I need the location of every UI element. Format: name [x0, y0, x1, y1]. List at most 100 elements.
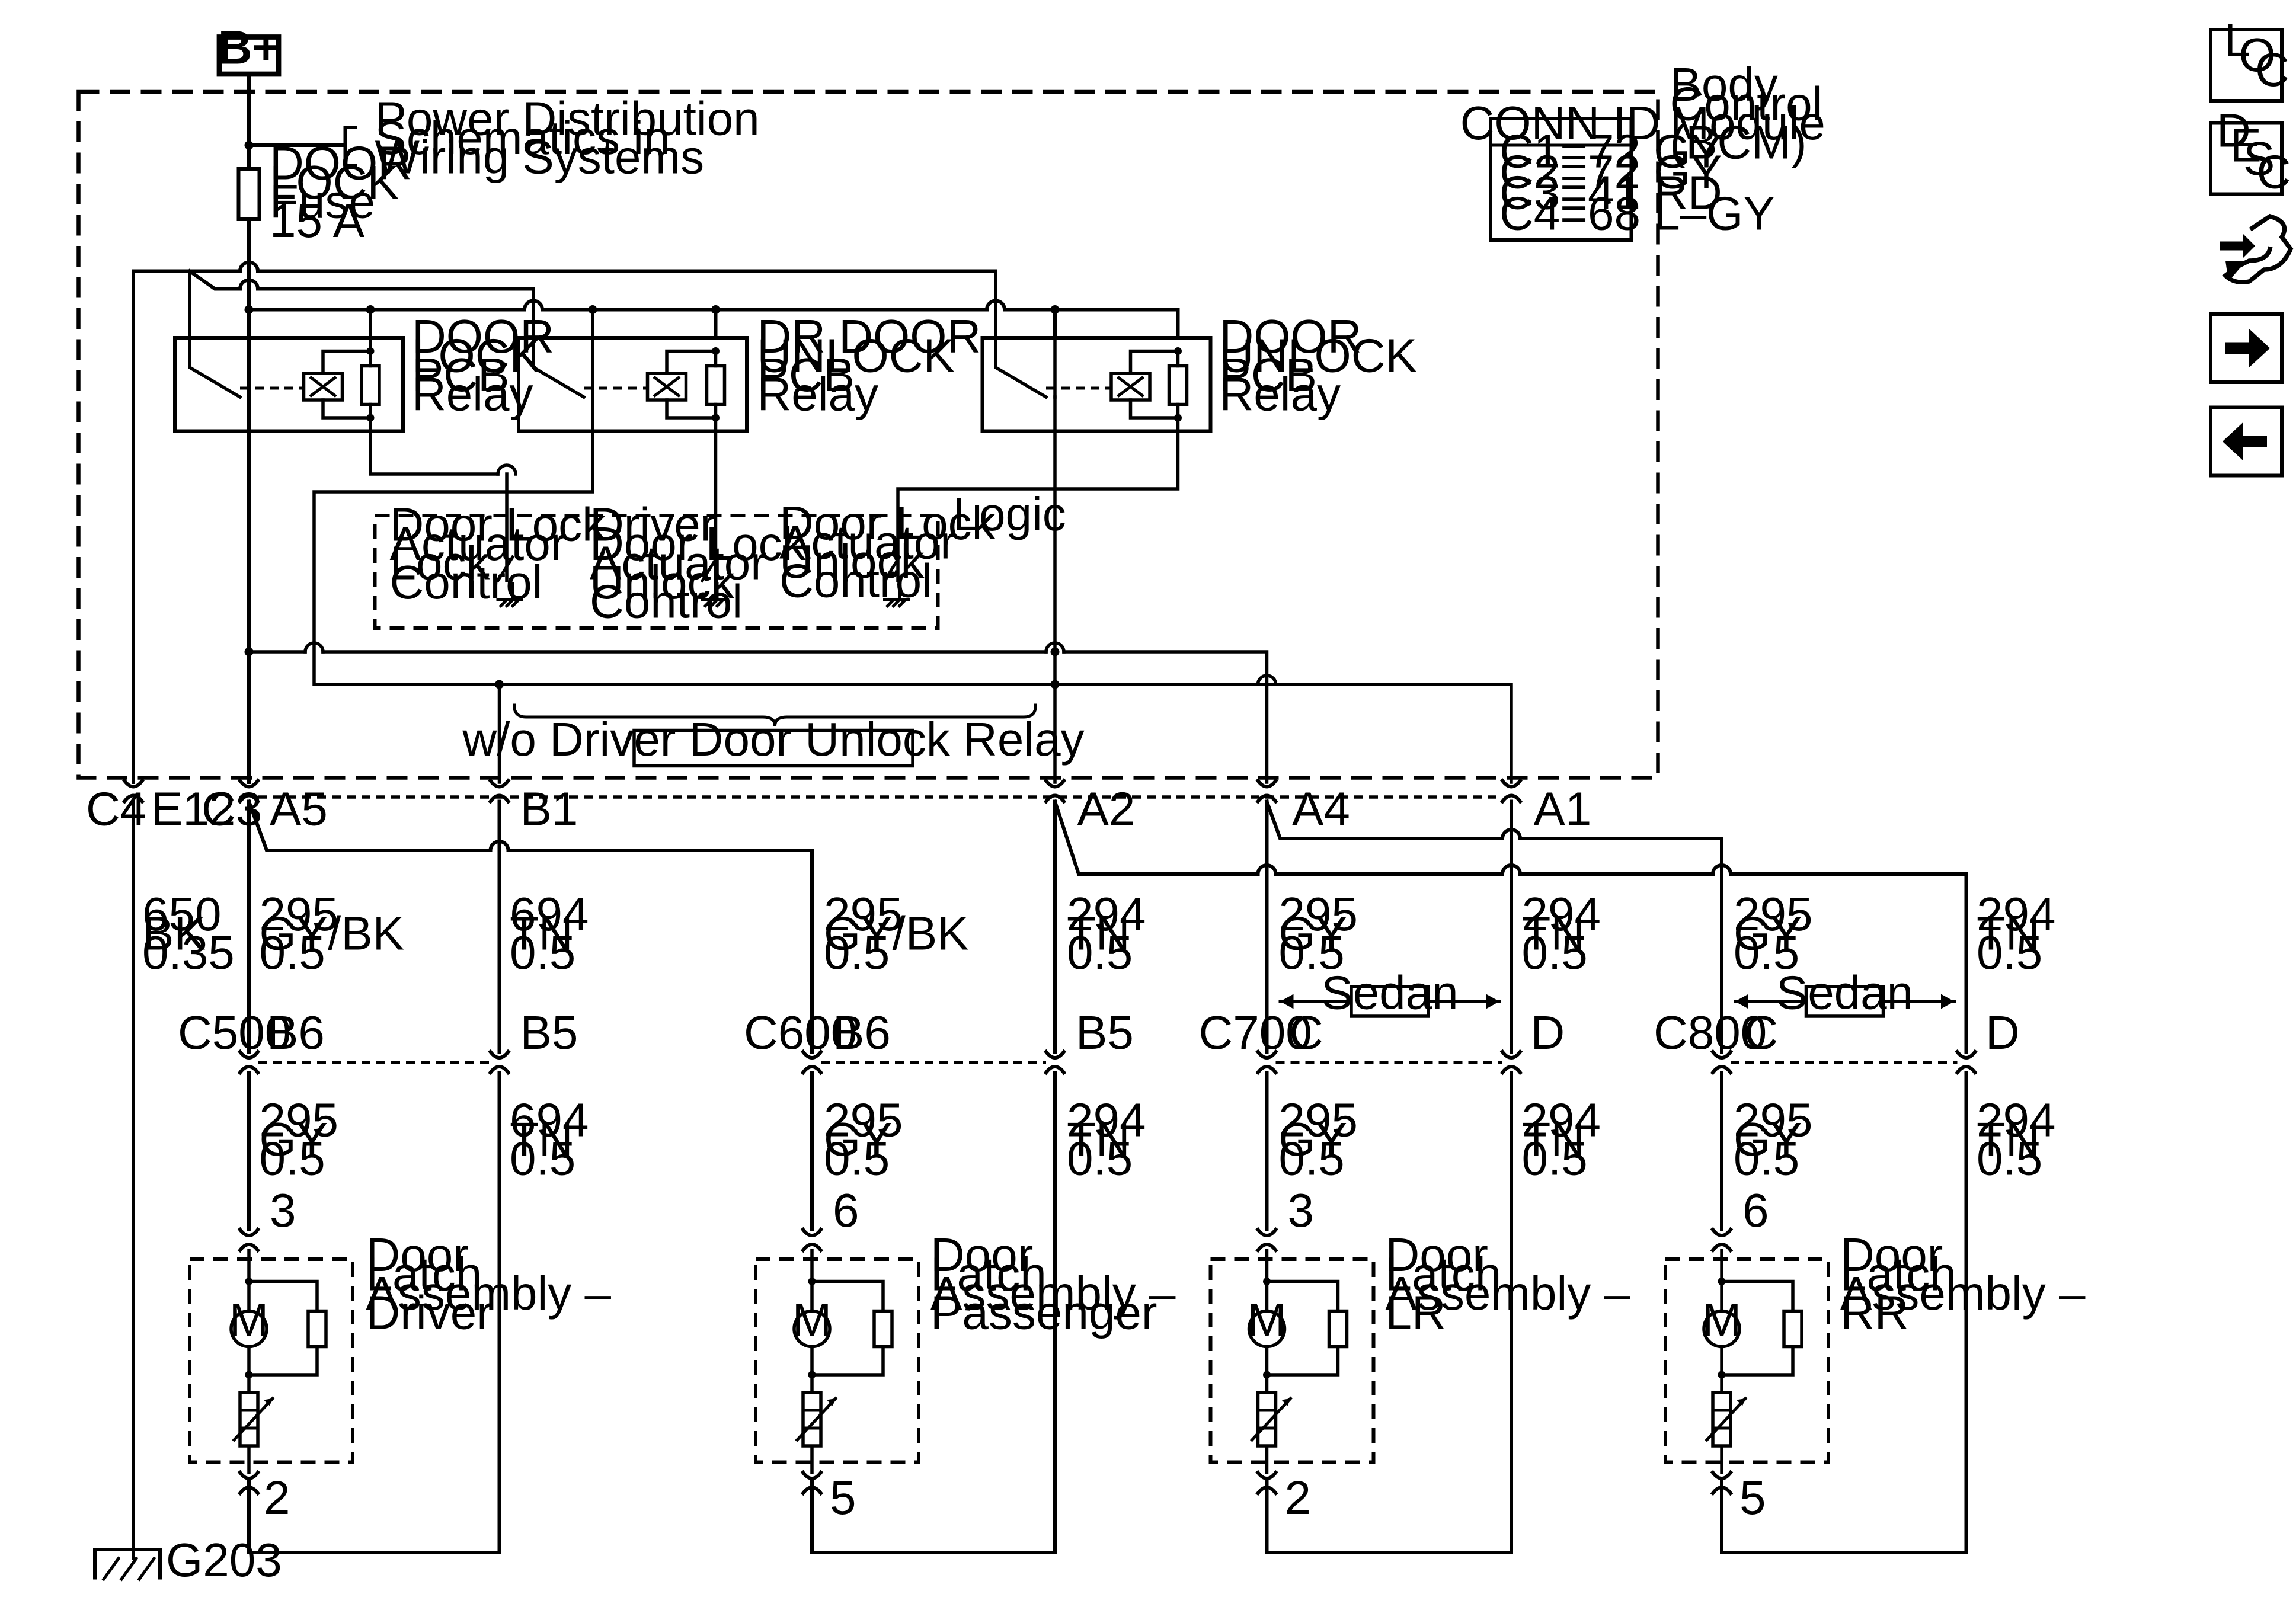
logic3-line3: Unlock — [779, 535, 925, 588]
conn-c700-left: C — [1289, 1006, 1323, 1059]
wire-u4-size: 0.5 — [824, 926, 890, 979]
pin-a5: A5 — [270, 783, 328, 836]
bcm-label-1: Body — [1670, 58, 1778, 111]
loc-button[interactable]: L O C — [2209, 14, 2289, 103]
latch4-name-2: Latch — [1840, 1248, 1956, 1301]
wire-l8-size: 0.5 — [1977, 1132, 2042, 1185]
latch2-name-2: Latch — [930, 1248, 1047, 1301]
relay2-line2: UNLOCK — [757, 329, 955, 382]
desc-button[interactable]: D E S C — [2209, 104, 2291, 199]
latch3-pin-top: 3 — [1288, 1184, 1315, 1237]
wire-u5-circuit: 294 — [1067, 888, 1146, 940]
wire-u7-circuit: 294 — [1522, 888, 1601, 940]
logic2-line3: Actuator — [590, 537, 766, 590]
left-arrow-icon — [2223, 422, 2267, 461]
wire-u8-size: 0.5 — [1734, 926, 1799, 979]
latch4-name-3: Assembly – — [1840, 1267, 2086, 1320]
next-arrow-button[interactable] — [2209, 312, 2284, 384]
wire-l2-circuit: 694 — [510, 1094, 589, 1147]
pin-a2: A2 — [1077, 783, 1136, 836]
wire-u4-color: GY/BK — [824, 907, 969, 960]
previous-arrow-button[interactable] — [2209, 405, 2284, 478]
wire-l8-color: TN — [1977, 1113, 2040, 1166]
loc-l: L — [2224, 14, 2251, 66]
pin-e12: E12 — [151, 783, 235, 836]
latch2-pin-top: 6 — [833, 1184, 859, 1237]
sedan-markers: Sedan Sedan — [1278, 966, 1956, 1019]
pds-ref-line2: Schematics in — [375, 111, 670, 164]
wire-l4-size: 0.5 — [1067, 1132, 1133, 1185]
wire-u3-color: TN — [510, 907, 573, 960]
wire-l5-size: 0.5 — [1279, 1132, 1345, 1185]
latch3-name-4: LR — [1386, 1286, 1446, 1339]
wire-u8-color: GY — [1734, 907, 1802, 960]
latch2-name-1: Door — [930, 1228, 1033, 1281]
latch3-name-3: Assembly – — [1386, 1267, 1631, 1320]
upper-wire-labels: 650 BK 0.35 295 GY/BK 0.5 694 TN 0.5 295… — [142, 888, 2055, 979]
logic-block: Logic Door Lock Actuator Lock Control Dr… — [373, 488, 1066, 630]
logic3-line1: Door Lock — [779, 497, 996, 549]
latch2-pin-bottom: 5 — [830, 1471, 856, 1524]
wire-u9-circuit: 294 — [1977, 888, 2055, 940]
wire-l6-color: TN — [1522, 1113, 1585, 1166]
motor-symbol: M — [1702, 1294, 1742, 1346]
conn-c600-left: B6 — [833, 1006, 891, 1059]
logic2-line2: Door Lock — [590, 517, 807, 570]
conn-c500-left: B6 — [267, 1006, 325, 1059]
right-arrow-icon — [2225, 329, 2270, 367]
bcm-label-3: Module — [1670, 97, 1825, 149]
relay3-line3: PCB — [1220, 348, 1318, 401]
conn-c500-right: B5 — [520, 1006, 578, 1059]
latch2-name-3: Assembly – — [930, 1267, 1176, 1320]
desc-c: C — [2257, 146, 2291, 199]
latch1-name-3: Assembly – — [366, 1267, 612, 1320]
latch1-name-2: Latch — [366, 1248, 482, 1301]
wire-u5-color: TN — [1067, 907, 1130, 960]
conn-c800-left: C — [1744, 1006, 1779, 1059]
latch2-name-4: Passenger — [930, 1286, 1157, 1339]
harness-wiring — [132, 799, 1968, 1560]
wire-u1-size: 0.35 — [142, 926, 235, 979]
logic-label: Logic — [953, 488, 1066, 540]
diagnostic-tool-icon[interactable] — [2220, 213, 2294, 284]
wire-l5-color: GY — [1279, 1113, 1348, 1166]
wire-u8-circuit: 295 — [1734, 888, 1812, 940]
motor-symbol: M — [1247, 1294, 1287, 1346]
desc-e: E — [2230, 119, 2262, 172]
bcm-label-4: (BCM) — [1670, 116, 1807, 169]
desc-d: D — [2217, 104, 2251, 157]
logic3-line4: Control — [779, 555, 932, 607]
lower-wiring — [247, 1071, 1968, 1554]
ground-symbol: G203 — [93, 1534, 282, 1586]
door-latch-rr: 6 M 5 Door Latch Assembly – RR — [1664, 1184, 2086, 1524]
wire-u2-size: 0.5 — [260, 926, 325, 979]
relay2-line3: PCB — [757, 348, 855, 401]
wire-l7-size: 0.5 — [1734, 1132, 1799, 1185]
desc-s: S — [2243, 132, 2275, 185]
fuse-label-3: Fuse — [270, 175, 375, 228]
battery-positive-source: B+ — [216, 21, 282, 77]
door-latch-driver: 3 M 2 Door Latch Assembly – Driver — [188, 1184, 612, 1524]
logic1-line3: Lock — [390, 537, 491, 590]
wire-u5-size: 0.5 — [1067, 926, 1133, 979]
wire-l8-circuit: 294 — [1977, 1094, 2055, 1147]
sedan-label-1: Sedan — [1321, 966, 1458, 1019]
logic1-line2: Actuator — [390, 517, 567, 570]
fuse-label-2: LOCK — [270, 156, 399, 209]
wire-l3-color: GY — [824, 1113, 893, 1166]
wire-u4-circuit: 295 — [824, 888, 903, 940]
fuse-label-4: 15 A — [270, 194, 365, 247]
loc-o: O — [2239, 28, 2276, 81]
conn-id-title: CONN ID — [1460, 97, 1661, 149]
pin-b1: B1 — [520, 783, 578, 836]
bcm-label-2: Control — [1670, 78, 1823, 130]
bcm-connectors: C4 E12 C3 A5 B1 A2 A4 A1 — [86, 778, 1591, 836]
wire-l1-color: GY — [260, 1113, 328, 1166]
motor-symbol: M — [229, 1294, 269, 1346]
wire-u2-circuit: 295 — [260, 888, 338, 940]
conn-id-row-2: C2=72 GY — [1499, 146, 1722, 199]
conn-c700: C700 — [1199, 1006, 1312, 1059]
option-note: w/o Driver Door Unlock Relay — [462, 713, 1084, 766]
wire-u3-size: 0.5 — [510, 926, 575, 979]
